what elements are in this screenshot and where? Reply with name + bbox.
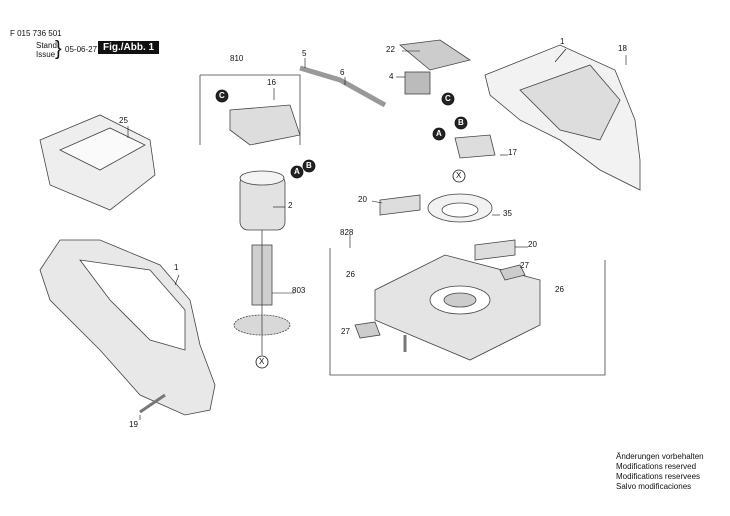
callout-35: 35 xyxy=(503,209,512,218)
notes: Änderungen vorbehalten Modifications res… xyxy=(616,452,704,492)
callout-810: 810 xyxy=(230,54,244,63)
brace: } xyxy=(55,38,62,60)
callout-b: B xyxy=(306,161,312,170)
callout-b: B xyxy=(458,118,464,127)
figure-label: Fig./Abb. 1 xyxy=(98,41,160,54)
base-box xyxy=(329,248,606,376)
callout-19: 19 xyxy=(129,420,138,429)
callout-18: 18 xyxy=(618,44,627,53)
callout-25: 25 xyxy=(119,116,128,125)
callout-6: 6 xyxy=(340,68,345,77)
callout-20: 20 xyxy=(528,240,537,249)
issue-date: 05-06-27 xyxy=(65,45,98,54)
callout-26: 26 xyxy=(346,270,355,279)
callout-828: 828 xyxy=(340,228,354,237)
note-de: Änderungen vorbehalten xyxy=(616,452,704,461)
callout-27: 27 xyxy=(341,327,350,336)
callout-a: A xyxy=(436,129,442,138)
callout-c: C xyxy=(445,94,451,103)
callout-26: 26 xyxy=(555,285,564,294)
callout-16: 16 xyxy=(267,78,276,87)
callout-17: 17 xyxy=(508,148,517,157)
callout-4: 4 xyxy=(389,72,394,81)
brush-holder-box xyxy=(199,74,301,145)
rod xyxy=(299,65,387,108)
callout-x: X xyxy=(259,357,265,366)
callout-c: C xyxy=(219,91,225,100)
issue-label: Issue xyxy=(36,50,56,59)
callout-803: 803 xyxy=(292,286,306,295)
callout-20: 20 xyxy=(358,195,367,204)
callout-a: A xyxy=(294,167,300,176)
callout-27: 27 xyxy=(520,261,529,270)
switch xyxy=(404,71,431,95)
callout-22: 22 xyxy=(386,45,395,54)
callout-5: 5 xyxy=(302,49,307,58)
callout-2: 2 xyxy=(288,201,293,210)
stand-label: Stand xyxy=(36,41,57,50)
note-es: Salvo modificaciones xyxy=(616,482,692,491)
callout-1: 1 xyxy=(560,37,565,46)
callout-1: 1 xyxy=(174,263,179,272)
note-fr: Modifications reservees xyxy=(616,472,701,481)
note-en: Modifications reserved xyxy=(616,462,697,471)
housing-left xyxy=(39,239,216,416)
callout-x: X xyxy=(456,171,462,180)
part-number: F 015 736 501 xyxy=(10,29,62,38)
